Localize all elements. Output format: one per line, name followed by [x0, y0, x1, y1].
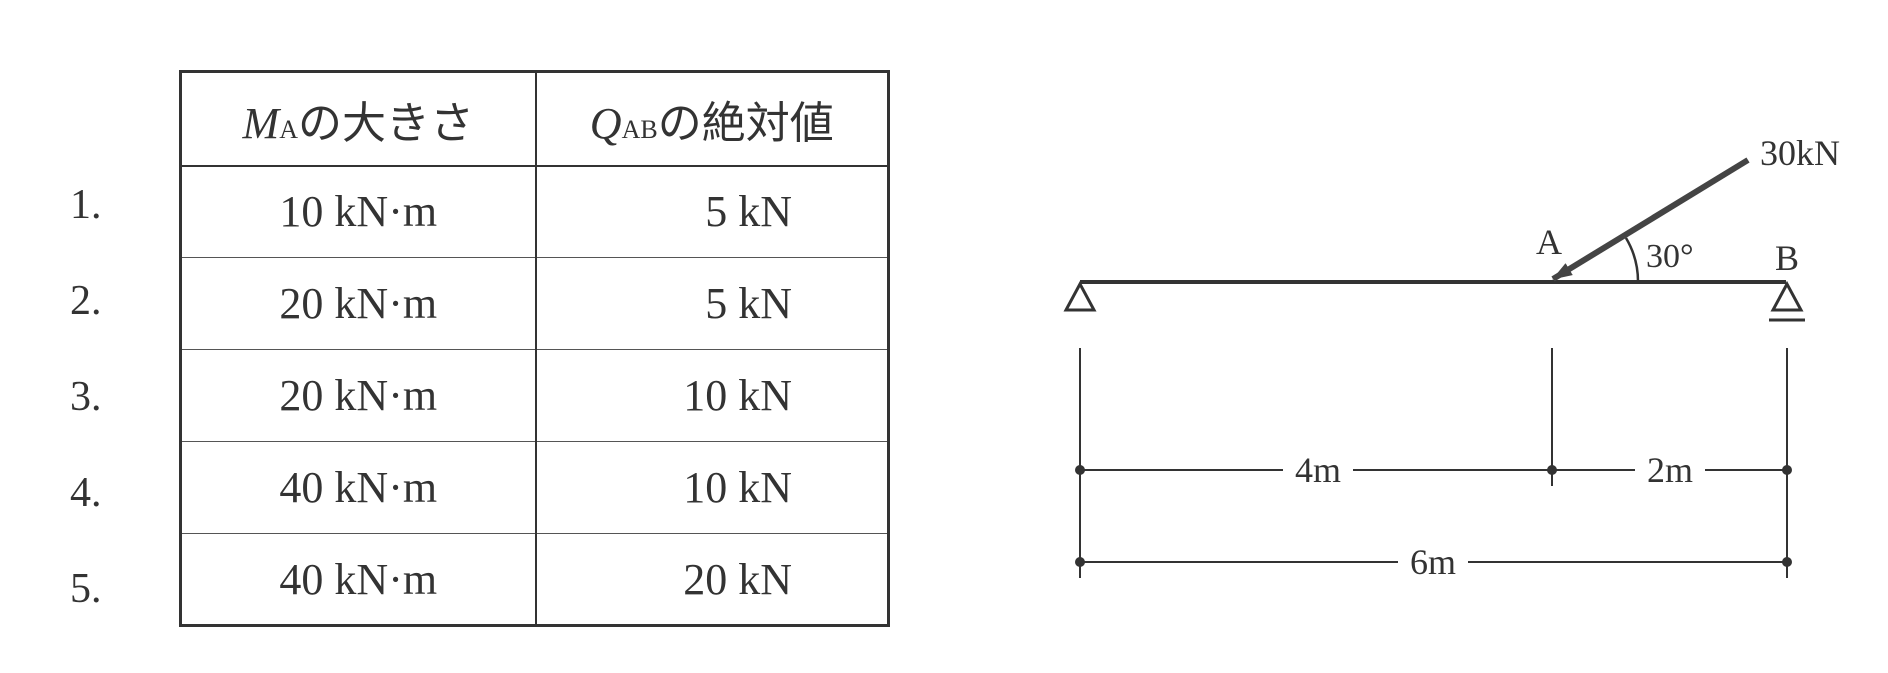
- moment-cell: 40 kN·m: [180, 441, 537, 534]
- moment-cell: 40 kN·m: [180, 533, 537, 626]
- header-shear-subscript: AB: [621, 114, 658, 144]
- header-moment-subscript: A: [279, 114, 298, 144]
- moment-cell: 20 kN·m: [180, 257, 537, 350]
- header-shear-symbol: Q: [589, 98, 622, 148]
- table-row: 40 kN·m 20 kN: [180, 533, 889, 626]
- table-row: 40 kN·m 10 kN: [180, 441, 889, 534]
- option-number-4: 4.: [70, 470, 102, 516]
- shear-cell: 20 kN: [535, 533, 889, 626]
- shear-cell: 10 kN: [535, 441, 889, 534]
- dimension-line-upper: [1075, 465, 1792, 475]
- point-a-label: A: [1536, 222, 1562, 262]
- angle-arc: [1624, 237, 1640, 283]
- moment-cell: 10 kN·m: [180, 165, 537, 258]
- load-label: 30kN: [1760, 133, 1840, 173]
- dimension-line-lower: [1075, 557, 1792, 567]
- shear-cell: 5 kN: [535, 257, 889, 350]
- table-row: 20 kN·m 10 kN: [180, 349, 889, 442]
- option-number-1: 1.: [70, 182, 102, 228]
- option-number-2: 2.: [70, 278, 102, 324]
- answer-table: MAの大きさ QABの絶対値 10 kN·m 5 kN 20 kN·m 5 kN…: [179, 70, 890, 627]
- option-number-3: 3.: [70, 374, 102, 420]
- dim-total-label: 6m: [1410, 542, 1456, 582]
- shear-cell: 5 kN: [535, 165, 889, 258]
- shear-cell: 10 kN: [535, 349, 889, 442]
- option-number-5: 5.: [70, 566, 102, 612]
- dim-left-label: 4m: [1295, 450, 1341, 490]
- dim-right-label: 2m: [1647, 450, 1693, 490]
- table-header-row: MAの大きさ QABの絶対値: [180, 71, 889, 167]
- header-moment: MAの大きさ: [180, 71, 537, 167]
- header-moment-suffix: の大きさ: [297, 98, 474, 148]
- header-shear: QABの絶対値: [535, 71, 889, 167]
- table-row: 20 kN·m 5 kN: [180, 257, 889, 350]
- angle-label: 30°: [1646, 238, 1694, 275]
- table-row: 10 kN·m 5 kN: [180, 165, 889, 258]
- header-moment-symbol: M: [242, 98, 280, 148]
- load-arrow: [1551, 157, 1750, 282]
- header-shear-suffix: の絶対値: [657, 98, 834, 148]
- pin-support-left: [1063, 280, 1097, 312]
- moment-cell: 20 kN·m: [180, 349, 537, 442]
- point-b-label: B: [1775, 238, 1799, 278]
- roller-support-right: [1769, 280, 1805, 322]
